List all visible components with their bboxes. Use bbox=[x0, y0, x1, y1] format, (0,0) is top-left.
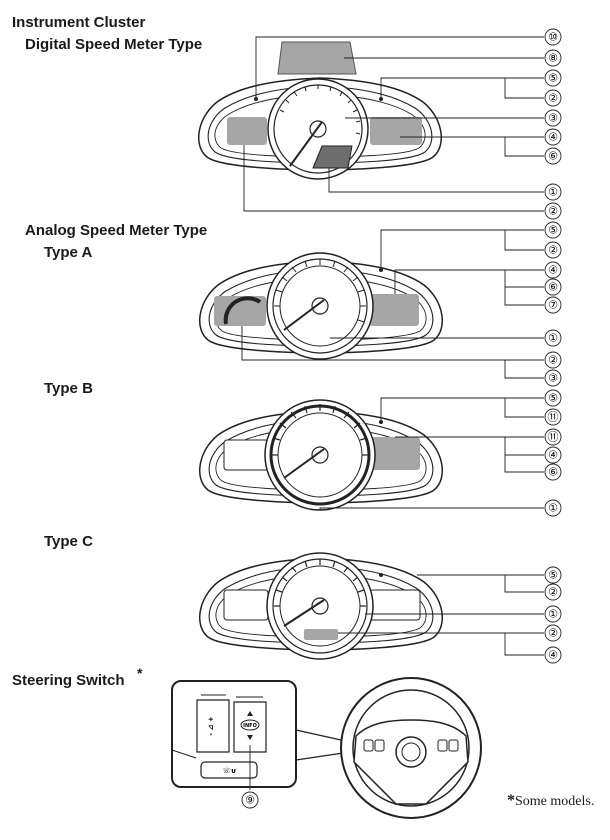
type-b-speedometer-needle bbox=[283, 448, 325, 479]
callout-type-b-5: ⑤ bbox=[548, 392, 558, 405]
digital-left-display bbox=[227, 117, 267, 145]
type-b-cluster-illustration bbox=[198, 397, 544, 511]
type-c-indicator-dot bbox=[379, 573, 383, 577]
callout-type-c-2b: ② bbox=[548, 627, 558, 640]
callout-type-c-1: ① bbox=[548, 608, 558, 621]
instrument-cluster-title: Instrument Cluster bbox=[12, 14, 146, 31]
callout-type-b-6: ⑥ bbox=[548, 466, 558, 479]
analog-speed-meter-type-title: Analog Speed Meter Type bbox=[25, 222, 208, 239]
callout-digital-2a: ② bbox=[548, 92, 558, 105]
digital-right-display bbox=[370, 117, 422, 145]
callout-digital-3: ③ bbox=[548, 112, 558, 125]
callout-digital-1: ① bbox=[548, 186, 558, 199]
callout-type-b-11b: ⑪ bbox=[548, 431, 559, 444]
callout-type-c-2a: ② bbox=[548, 586, 558, 599]
switch-up-arrow-icon bbox=[247, 711, 253, 716]
info-button-label: INFO bbox=[243, 723, 257, 729]
type-a-gauge-hub bbox=[311, 297, 329, 315]
footnote-asterisk: * bbox=[507, 792, 515, 809]
callout-labels: ⑩ ⑧ ⑤ ② ③ ④ ⑥ ① ② ⑤ ② ④ ⑥ ⑦ ① ② ③ ⑤ ⑪ ⑪ … bbox=[245, 31, 558, 807]
callout-type-a-4: ④ bbox=[548, 264, 558, 277]
type-c-left-display bbox=[223, 589, 269, 621]
callout-digital-2b: ② bbox=[548, 205, 558, 218]
callout-type-b-4: ④ bbox=[548, 449, 558, 462]
digital-tachometer-needle bbox=[289, 121, 323, 167]
footnote-text: Some models. bbox=[515, 794, 595, 809]
digital-indicator-dot-left bbox=[254, 97, 258, 101]
type-c-speedometer-needle bbox=[283, 599, 325, 627]
digital-speed-meter-type-title: Digital Speed Meter Type bbox=[25, 36, 203, 53]
callout-steering-9: ⑨ bbox=[245, 794, 255, 807]
digital-indicator-dot-right bbox=[379, 97, 383, 101]
callout-markers bbox=[241, 28, 562, 809]
footnote: *Some models. bbox=[507, 792, 594, 811]
wheel-right-switch-2 bbox=[448, 739, 459, 752]
type-b-left-display bbox=[223, 439, 269, 471]
callout-digital-4: ④ bbox=[548, 131, 558, 144]
type-b-right-display bbox=[370, 437, 420, 470]
wheel-right-switch-1 bbox=[437, 739, 448, 752]
type-c-title: Type C bbox=[44, 533, 93, 550]
switch-down-arrow-icon bbox=[247, 735, 253, 740]
callout-digital-5: ⑤ bbox=[548, 72, 558, 85]
callout-type-a-6: ⑥ bbox=[548, 281, 558, 294]
type-b-indicator-dot bbox=[379, 420, 383, 424]
type-b-gauge-hub bbox=[311, 446, 329, 464]
active-driving-display-panel bbox=[277, 41, 357, 75]
steering-switch-illustration: - ⊿ + INFO ☏ᴜ bbox=[171, 677, 482, 819]
digital-cluster-illustration bbox=[197, 36, 544, 212]
callout-type-a-5: ⑤ bbox=[548, 224, 558, 237]
type-a-indicator-dot bbox=[379, 268, 383, 272]
switch-left-rocker bbox=[196, 699, 230, 753]
wheel-left-switch-1 bbox=[363, 739, 374, 752]
callout-type-c-5: ⑤ bbox=[548, 569, 558, 582]
type-c-right-display bbox=[369, 589, 421, 621]
callout-type-b-11a: ⑪ bbox=[548, 411, 559, 424]
steering-wheel-center-emblem bbox=[395, 736, 427, 768]
type-a-fuel-gauge-arc bbox=[223, 296, 262, 325]
callout-digital-6: ⑥ bbox=[548, 150, 558, 163]
callout-type-a-1: ① bbox=[548, 332, 558, 345]
type-a-right-display bbox=[369, 294, 419, 326]
steering-wheel-inner-rim bbox=[352, 689, 470, 807]
callout-digital-10: ⑩ bbox=[548, 31, 558, 44]
type-a-cluster-illustration bbox=[198, 229, 544, 379]
info-button-outline bbox=[240, 719, 260, 731]
callout-type-a-2b: ② bbox=[548, 354, 558, 367]
type-a-title: Type A bbox=[44, 244, 93, 261]
type-c-gauge-hub bbox=[311, 597, 329, 615]
type-a-speedometer-needle bbox=[283, 299, 325, 331]
steering-switch-asterisk: * bbox=[137, 665, 143, 681]
switch-closeup-edge bbox=[171, 749, 197, 759]
steering-wheel-emblem-inner bbox=[401, 742, 421, 762]
type-c-center-display bbox=[304, 629, 338, 640]
switch-cruise-labels: - ⊿ + bbox=[207, 716, 215, 736]
talk-icon: ☏ᴜ bbox=[222, 767, 236, 775]
wheel-left-switch-2 bbox=[374, 739, 385, 752]
digital-speedometer-display bbox=[312, 145, 353, 169]
steering-switch-label: Steering Switch bbox=[12, 672, 125, 689]
type-b-title: Type B bbox=[44, 380, 93, 397]
callout-type-a-7: ⑦ bbox=[548, 299, 558, 312]
talk-button bbox=[200, 761, 258, 779]
callout-type-a-2a: ② bbox=[548, 244, 558, 257]
callout-type-b-1: ① bbox=[548, 502, 558, 515]
callout-type-a-3: ③ bbox=[548, 372, 558, 385]
type-c-cluster-illustration bbox=[198, 552, 544, 660]
callout-type-c-4: ④ bbox=[548, 649, 558, 662]
steering-switch-title: Steering Switch bbox=[12, 672, 125, 690]
callout-digital-8: ⑧ bbox=[548, 52, 558, 65]
